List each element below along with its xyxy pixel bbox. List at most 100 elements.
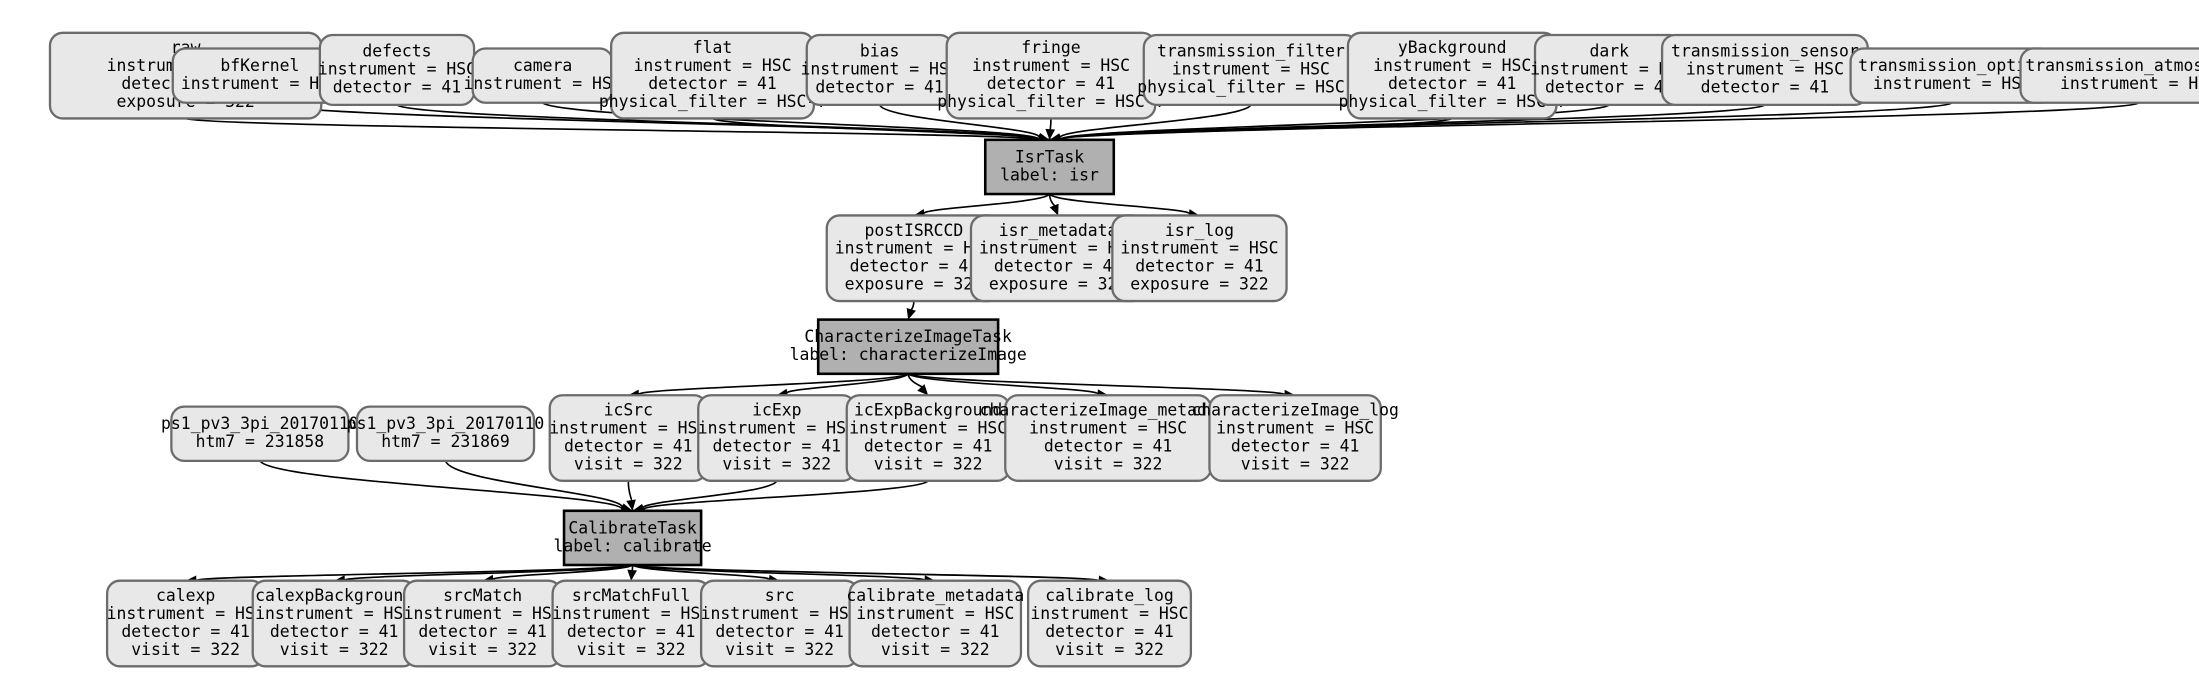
node-dimension: instrument = HSC bbox=[181, 74, 339, 93]
node-dimension: detector = 41 bbox=[121, 622, 249, 641]
node-dimension: visit = 322 bbox=[725, 640, 834, 659]
node-dimension: htm7 = 231858 bbox=[196, 432, 324, 451]
node-dimension: detector = 41 bbox=[864, 437, 992, 456]
node-dimension: detector = 41 bbox=[1135, 257, 1263, 276]
node-title: yBackground bbox=[1398, 38, 1507, 57]
node-title: transmission_optics bbox=[1858, 56, 2046, 75]
node-title: transmission_sensor bbox=[1671, 41, 1859, 60]
node-title: CalibrateTask bbox=[568, 518, 697, 537]
edge-path bbox=[632, 564, 926, 581]
edge-path bbox=[1059, 104, 1252, 139]
dataset-box[interactable] bbox=[1026, 579, 1193, 668]
node-dimension: visit = 322 bbox=[881, 640, 990, 659]
node-dimension: instrument = HSC bbox=[633, 56, 791, 75]
edge-path bbox=[642, 480, 929, 511]
node-title: icExp bbox=[752, 401, 801, 420]
edge-layer bbox=[185, 102, 2140, 586]
node-dimension: detector = 41 bbox=[871, 622, 999, 641]
node-title: defects bbox=[362, 41, 431, 60]
node-dimension: visit = 322 bbox=[1055, 640, 1164, 659]
node-dimension: detector = 41 bbox=[1044, 437, 1172, 456]
edge-path bbox=[627, 480, 633, 502]
node-dimension: physical_filter = HSC-Y bbox=[937, 92, 1164, 111]
edge-path bbox=[632, 564, 1100, 582]
node-title: transmission_filter bbox=[1157, 41, 1345, 60]
dataset-box[interactable] bbox=[170, 405, 350, 462]
node-title: IsrTask bbox=[1015, 147, 1084, 166]
edge-arrowhead bbox=[626, 499, 636, 511]
node-dimension: visit = 322 bbox=[874, 454, 983, 473]
dataset-box[interactable] bbox=[355, 405, 536, 462]
node-title: icExpBackground bbox=[854, 401, 1002, 420]
edge-path bbox=[642, 480, 778, 510]
node-dimension: instrument = HSC bbox=[404, 604, 562, 623]
dataset-box[interactable] bbox=[1111, 214, 1288, 303]
edge-path bbox=[786, 373, 909, 395]
node-dimension: physical_filter = HSC-Y bbox=[599, 92, 826, 111]
node-dimension: detector = 41 bbox=[1388, 74, 1516, 93]
edge-arrowhead bbox=[906, 307, 916, 320]
node-title: srcMatch bbox=[443, 586, 522, 605]
dataset-node-transmission_atmosphere[interactable]: transmission_atmosphereinstrument = HSC bbox=[2019, 47, 2199, 104]
node-dimension: visit = 322 bbox=[1241, 454, 1350, 473]
node-dimension: detector = 41 bbox=[333, 77, 461, 96]
graph-edge bbox=[907, 373, 929, 396]
edge-arrowhead bbox=[1045, 128, 1056, 140]
task-box[interactable] bbox=[562, 509, 703, 567]
dataset-box[interactable] bbox=[848, 579, 1023, 668]
edge-path bbox=[1049, 118, 1052, 131]
node-dimension: instrument = HSC bbox=[1120, 239, 1278, 258]
node-dimension: instrument = HSC bbox=[1873, 74, 2031, 93]
graph-edge bbox=[632, 480, 929, 515]
node-dimension: visit = 322 bbox=[574, 454, 683, 473]
task-box[interactable] bbox=[983, 138, 1116, 196]
node-title: src bbox=[765, 586, 795, 605]
dataset-box[interactable] bbox=[2019, 47, 2199, 104]
node-dimension: instrument = HSC bbox=[2060, 74, 2199, 93]
node-dimension: instrument = HSC bbox=[972, 56, 1130, 75]
node-dimension: instrument = HSC bbox=[318, 59, 476, 78]
node-dimension: detector = 41 bbox=[815, 77, 943, 96]
edge-path bbox=[1059, 102, 2140, 141]
node-dimension: detector = 41 bbox=[715, 622, 843, 641]
dataset-box[interactable] bbox=[1208, 394, 1382, 482]
node-dimension: detector = 41 bbox=[564, 437, 692, 456]
task-box[interactable] bbox=[816, 318, 1000, 376]
node-title: calexp bbox=[156, 586, 215, 605]
node-dimension: detector = 41 bbox=[987, 74, 1115, 93]
node-title: transmission_atmosphere bbox=[2025, 56, 2199, 75]
node-title: camera bbox=[513, 56, 572, 75]
